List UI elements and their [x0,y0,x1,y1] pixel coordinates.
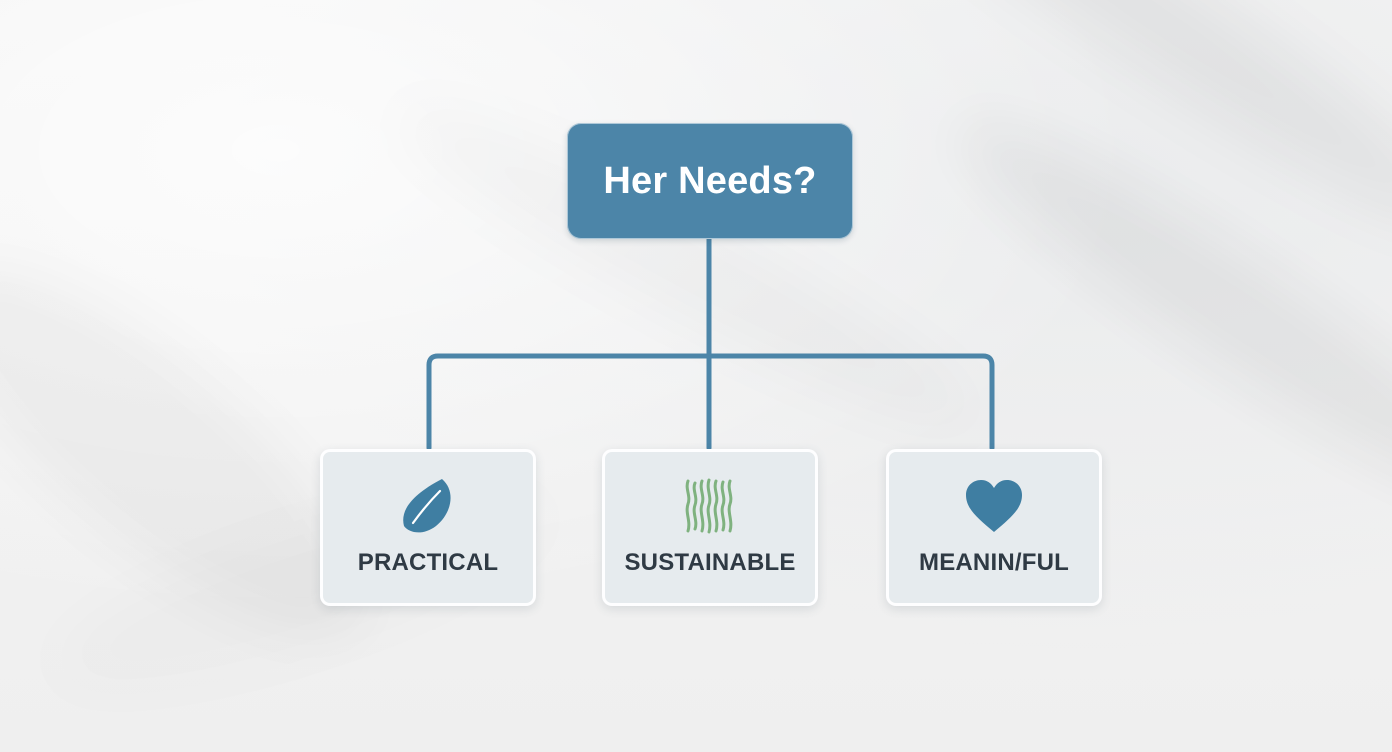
child-node-practical: PRACTICAL [320,449,536,606]
child-label-meaningful: MEANIN/FUL [919,549,1069,576]
child-node-sustainable: SUSTAINABLE [602,449,818,606]
leaf-icon [396,474,460,538]
background-shadow [798,0,1392,260]
root-node: Her Needs? [567,123,853,239]
connector-branch-line [426,353,995,451]
root-label: Her Needs? [603,159,817,202]
child-label-practical: PRACTICAL [357,549,499,576]
child-label-sustainable: SUSTAINABLE [624,549,796,576]
heart-icon [962,474,1026,538]
child-node-meaningful: MEANIN/FUL [886,449,1102,606]
fiber-icon [678,474,742,538]
